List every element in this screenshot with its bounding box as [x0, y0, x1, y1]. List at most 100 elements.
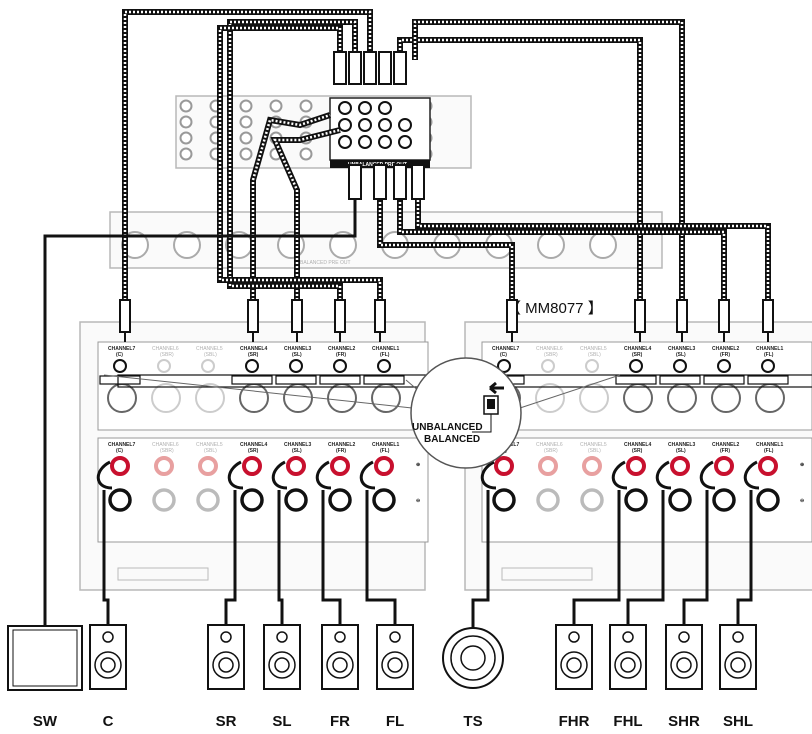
unbal-bal-switch	[363, 375, 405, 385]
amp-right-terminals: CHANNEL7(C)CHANNEL7(C)CHANNEL6(SBR)CHANN…	[481, 341, 812, 581]
binding-post-icon	[668, 488, 692, 512]
binding-post-icon	[580, 488, 604, 512]
channel-sub-label: (SBR)	[544, 352, 558, 358]
rca-plug-icon	[393, 51, 407, 85]
unbal-bal-switch	[747, 375, 789, 385]
xlr-jack-icon	[173, 231, 201, 259]
channel-label: CHANNEL2	[712, 346, 739, 352]
rca-jack-icon	[378, 118, 392, 132]
rca-plug-icon	[363, 51, 377, 85]
rca-jack-icon	[378, 135, 392, 149]
channel-label: CHANNEL6	[536, 442, 563, 448]
channel-label: CHANNEL3	[668, 442, 695, 448]
speaker-cone	[450, 635, 496, 681]
woofer-icon	[614, 651, 642, 679]
channel-label: CHANNEL6	[152, 346, 179, 352]
channel-label: CHANNEL1	[756, 442, 783, 448]
rca-jack-icon	[358, 135, 372, 149]
channel-sub-label: (FL)	[764, 352, 774, 358]
speaker-wires	[96, 460, 760, 628]
xlr-jack-icon	[327, 383, 357, 413]
channel-label: CHANNEL1	[372, 442, 399, 448]
bookshelf-speaker-icon	[665, 624, 703, 690]
channel-sub-label: (SL)	[292, 352, 302, 358]
speaker-label-sr: SR	[216, 713, 237, 730]
channel-label: CHANNEL1	[756, 346, 783, 352]
bookshelf-speaker-icon	[207, 624, 245, 690]
binding-post-icon	[374, 456, 394, 476]
rca-jack-icon	[239, 115, 253, 129]
woofer-center	[730, 657, 746, 673]
rca-cable-braid	[123, 10, 372, 300]
channel-label: CHANNEL5	[196, 346, 223, 352]
plus-symbol: ⊕	[800, 462, 804, 468]
binding-post-icon	[536, 488, 560, 512]
channel-sub-label: (FR)	[720, 448, 730, 454]
channel-label: CHANNEL2	[712, 442, 739, 448]
channel-sub-label: (SBL)	[588, 352, 601, 358]
woofer-icon	[381, 651, 409, 679]
rca-jack-icon	[245, 359, 259, 373]
callout-line-1	[103, 374, 413, 409]
magnifier-circle	[410, 357, 522, 469]
speaker-label-fhl: FHL	[613, 713, 642, 730]
xlr-jack-icon	[589, 231, 617, 259]
amp-left-terminals: CHANNEL7(C)CHANNEL7(C)CHANNEL6(SBR)CHANN…	[97, 341, 444, 581]
rca-jack-icon	[289, 359, 303, 373]
channel-sub-label: (SBR)	[160, 352, 174, 358]
binding-post-icon	[152, 488, 176, 512]
tweeter-icon	[678, 631, 690, 643]
rca-cable-braid	[251, 113, 331, 300]
rca-jack-icon	[299, 147, 313, 161]
channel-label: CHANNEL4	[624, 346, 651, 352]
xlr-jack-icon	[107, 383, 137, 413]
rca-jack-icon	[629, 359, 643, 373]
tweeter-icon	[334, 631, 346, 643]
rca-plug-icon	[634, 299, 646, 333]
speaker-fr: FR	[321, 624, 359, 730]
tweeter-icon	[276, 631, 288, 643]
binding-post-icon	[494, 456, 514, 476]
xlr-jack-icon	[711, 383, 741, 413]
rca-cable-braid	[218, 26, 382, 300]
unbal-bal-switch	[615, 375, 657, 385]
unbal-bal-switch	[319, 375, 361, 385]
speaker-label-ts: TS	[463, 713, 482, 730]
speaker-fhr: FHR	[555, 624, 593, 730]
speaker-wire	[96, 460, 113, 625]
woofer-center	[274, 657, 290, 673]
tweeter-icon	[389, 631, 401, 643]
binding-post-icon	[372, 488, 396, 512]
rca-jack-icon	[239, 131, 253, 145]
channel-label: CHANNEL4	[240, 442, 267, 448]
channel-sub-label: (SL)	[292, 448, 302, 454]
binding-post-icon	[110, 456, 130, 476]
rca-jack-icon	[585, 359, 599, 373]
subwoofer-inner	[12, 629, 78, 687]
rca-jack-icon	[113, 359, 127, 373]
arrow-left-icon	[489, 381, 504, 395]
channel-label: CHANNEL4	[624, 442, 651, 448]
channel-sub-label: (SR)	[248, 448, 259, 454]
binding-post-icon	[758, 456, 778, 476]
bookshelf-speaker-icon	[376, 624, 414, 690]
rca-jack-icon	[398, 135, 412, 149]
channel-label: CHANNEL3	[284, 442, 311, 448]
plus-symbol: ⊕	[416, 462, 420, 468]
speaker-shl: SHL	[719, 624, 757, 730]
bookshelf-speaker-icon	[719, 624, 757, 690]
speaker-label-fl: FL	[386, 713, 404, 730]
rca-cables	[43, 9, 774, 690]
rca-jack-icon	[358, 101, 372, 115]
channel-sub-label: (C)	[116, 448, 123, 454]
woofer-icon	[326, 651, 354, 679]
channel-sub-label: (SBR)	[544, 448, 558, 454]
rca-jack-icon	[673, 359, 687, 373]
channel-sub-label: (C)	[500, 352, 507, 358]
speaker-sw: SW	[7, 625, 83, 730]
channel-sub-label: (SBL)	[204, 352, 217, 358]
rca-plug-icon	[373, 164, 387, 200]
speaker-sr: SR	[207, 624, 245, 730]
